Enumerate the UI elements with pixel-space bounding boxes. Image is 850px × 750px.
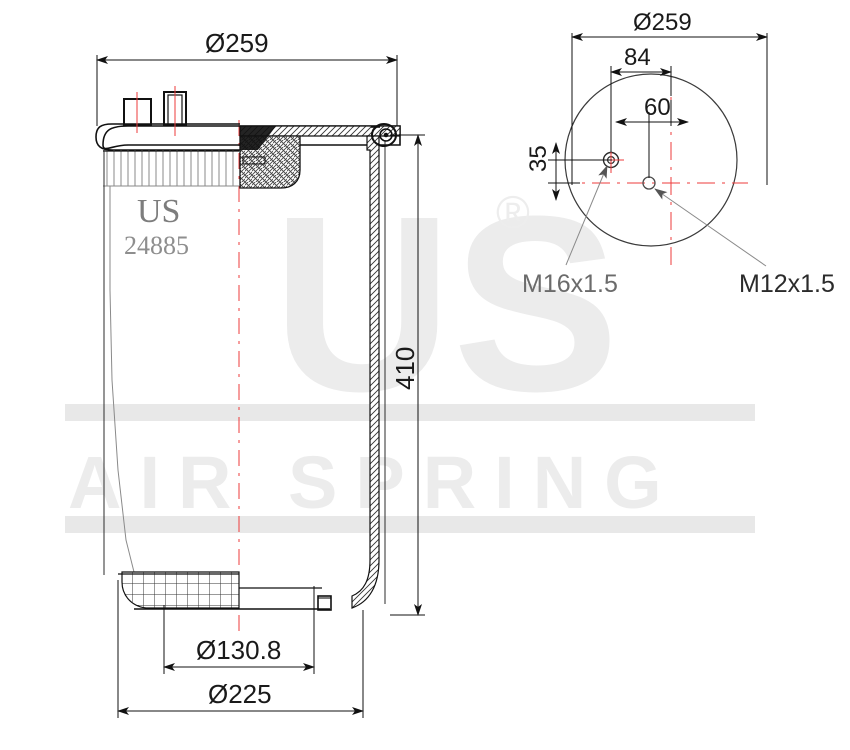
dim-label-35: 35 bbox=[525, 145, 552, 172]
dimension-piston-top-diameter: Ø130.8 bbox=[163, 586, 315, 674]
dim-label-60: 60 bbox=[644, 94, 671, 121]
dimension-overall-diameter-top: Ø259 bbox=[96, 28, 398, 126]
watermark-bar-top bbox=[65, 404, 755, 421]
dimension-port-offset-84: 84 bbox=[610, 44, 672, 152]
leader-m16 bbox=[565, 165, 608, 266]
watermark-registered-icon: ® bbox=[496, 186, 530, 238]
dim-label-diameter-130-8: Ø130.8 bbox=[196, 635, 281, 665]
dim-label-84: 84 bbox=[624, 44, 651, 71]
bellows-right-wall-section bbox=[351, 135, 380, 609]
dim-label-plate-259: Ø259 bbox=[633, 9, 692, 36]
side-section-view: Ø259 410 Ø130.8 Ø225 US 24885 bbox=[95, 28, 425, 718]
bottom-bead-ring bbox=[317, 595, 332, 611]
leader-m12 bbox=[654, 188, 767, 267]
piston-section-left bbox=[121, 571, 240, 609]
bumper-solid-wedge bbox=[240, 126, 276, 150]
crimp-ribs bbox=[103, 150, 239, 187]
dimension-port-offset-60: 60 bbox=[615, 94, 689, 178]
top-plate-left-radius-lower bbox=[95, 136, 113, 151]
bumper-slot bbox=[242, 156, 266, 165]
callout-label-m16: M16x1.5 bbox=[522, 270, 618, 298]
air-port-stud-right bbox=[163, 86, 187, 136]
end-plate-view: M16x1.5 M12x1.5 Ø259 84 60 35 bbox=[522, 9, 835, 298]
part-number-label: 24885 bbox=[124, 231, 189, 260]
dim-label-height-410: 410 bbox=[390, 347, 420, 390]
dimension-piston-diameter: Ø225 bbox=[117, 580, 364, 718]
callout-label-m12: M12x1.5 bbox=[739, 270, 835, 298]
top-plate-left-radius bbox=[95, 123, 113, 138]
part-brand-label: US bbox=[137, 193, 180, 230]
dimension-port-offset-35: 35 bbox=[525, 142, 612, 201]
dim-label-diameter-225: Ø225 bbox=[208, 679, 272, 709]
watermark-airspring-text: AIR SPRING bbox=[68, 441, 680, 524]
bellows-left-wall bbox=[109, 186, 135, 573]
air-port-stud-left bbox=[123, 92, 152, 133]
watermark-group: US ® AIR SPRING bbox=[65, 164, 755, 533]
watermark-us-text: US bbox=[272, 164, 619, 443]
dim-label-diameter-259: Ø259 bbox=[205, 28, 269, 58]
watermark-bar-bottom bbox=[65, 516, 755, 533]
dimension-overall-height: 410 bbox=[390, 134, 425, 616]
